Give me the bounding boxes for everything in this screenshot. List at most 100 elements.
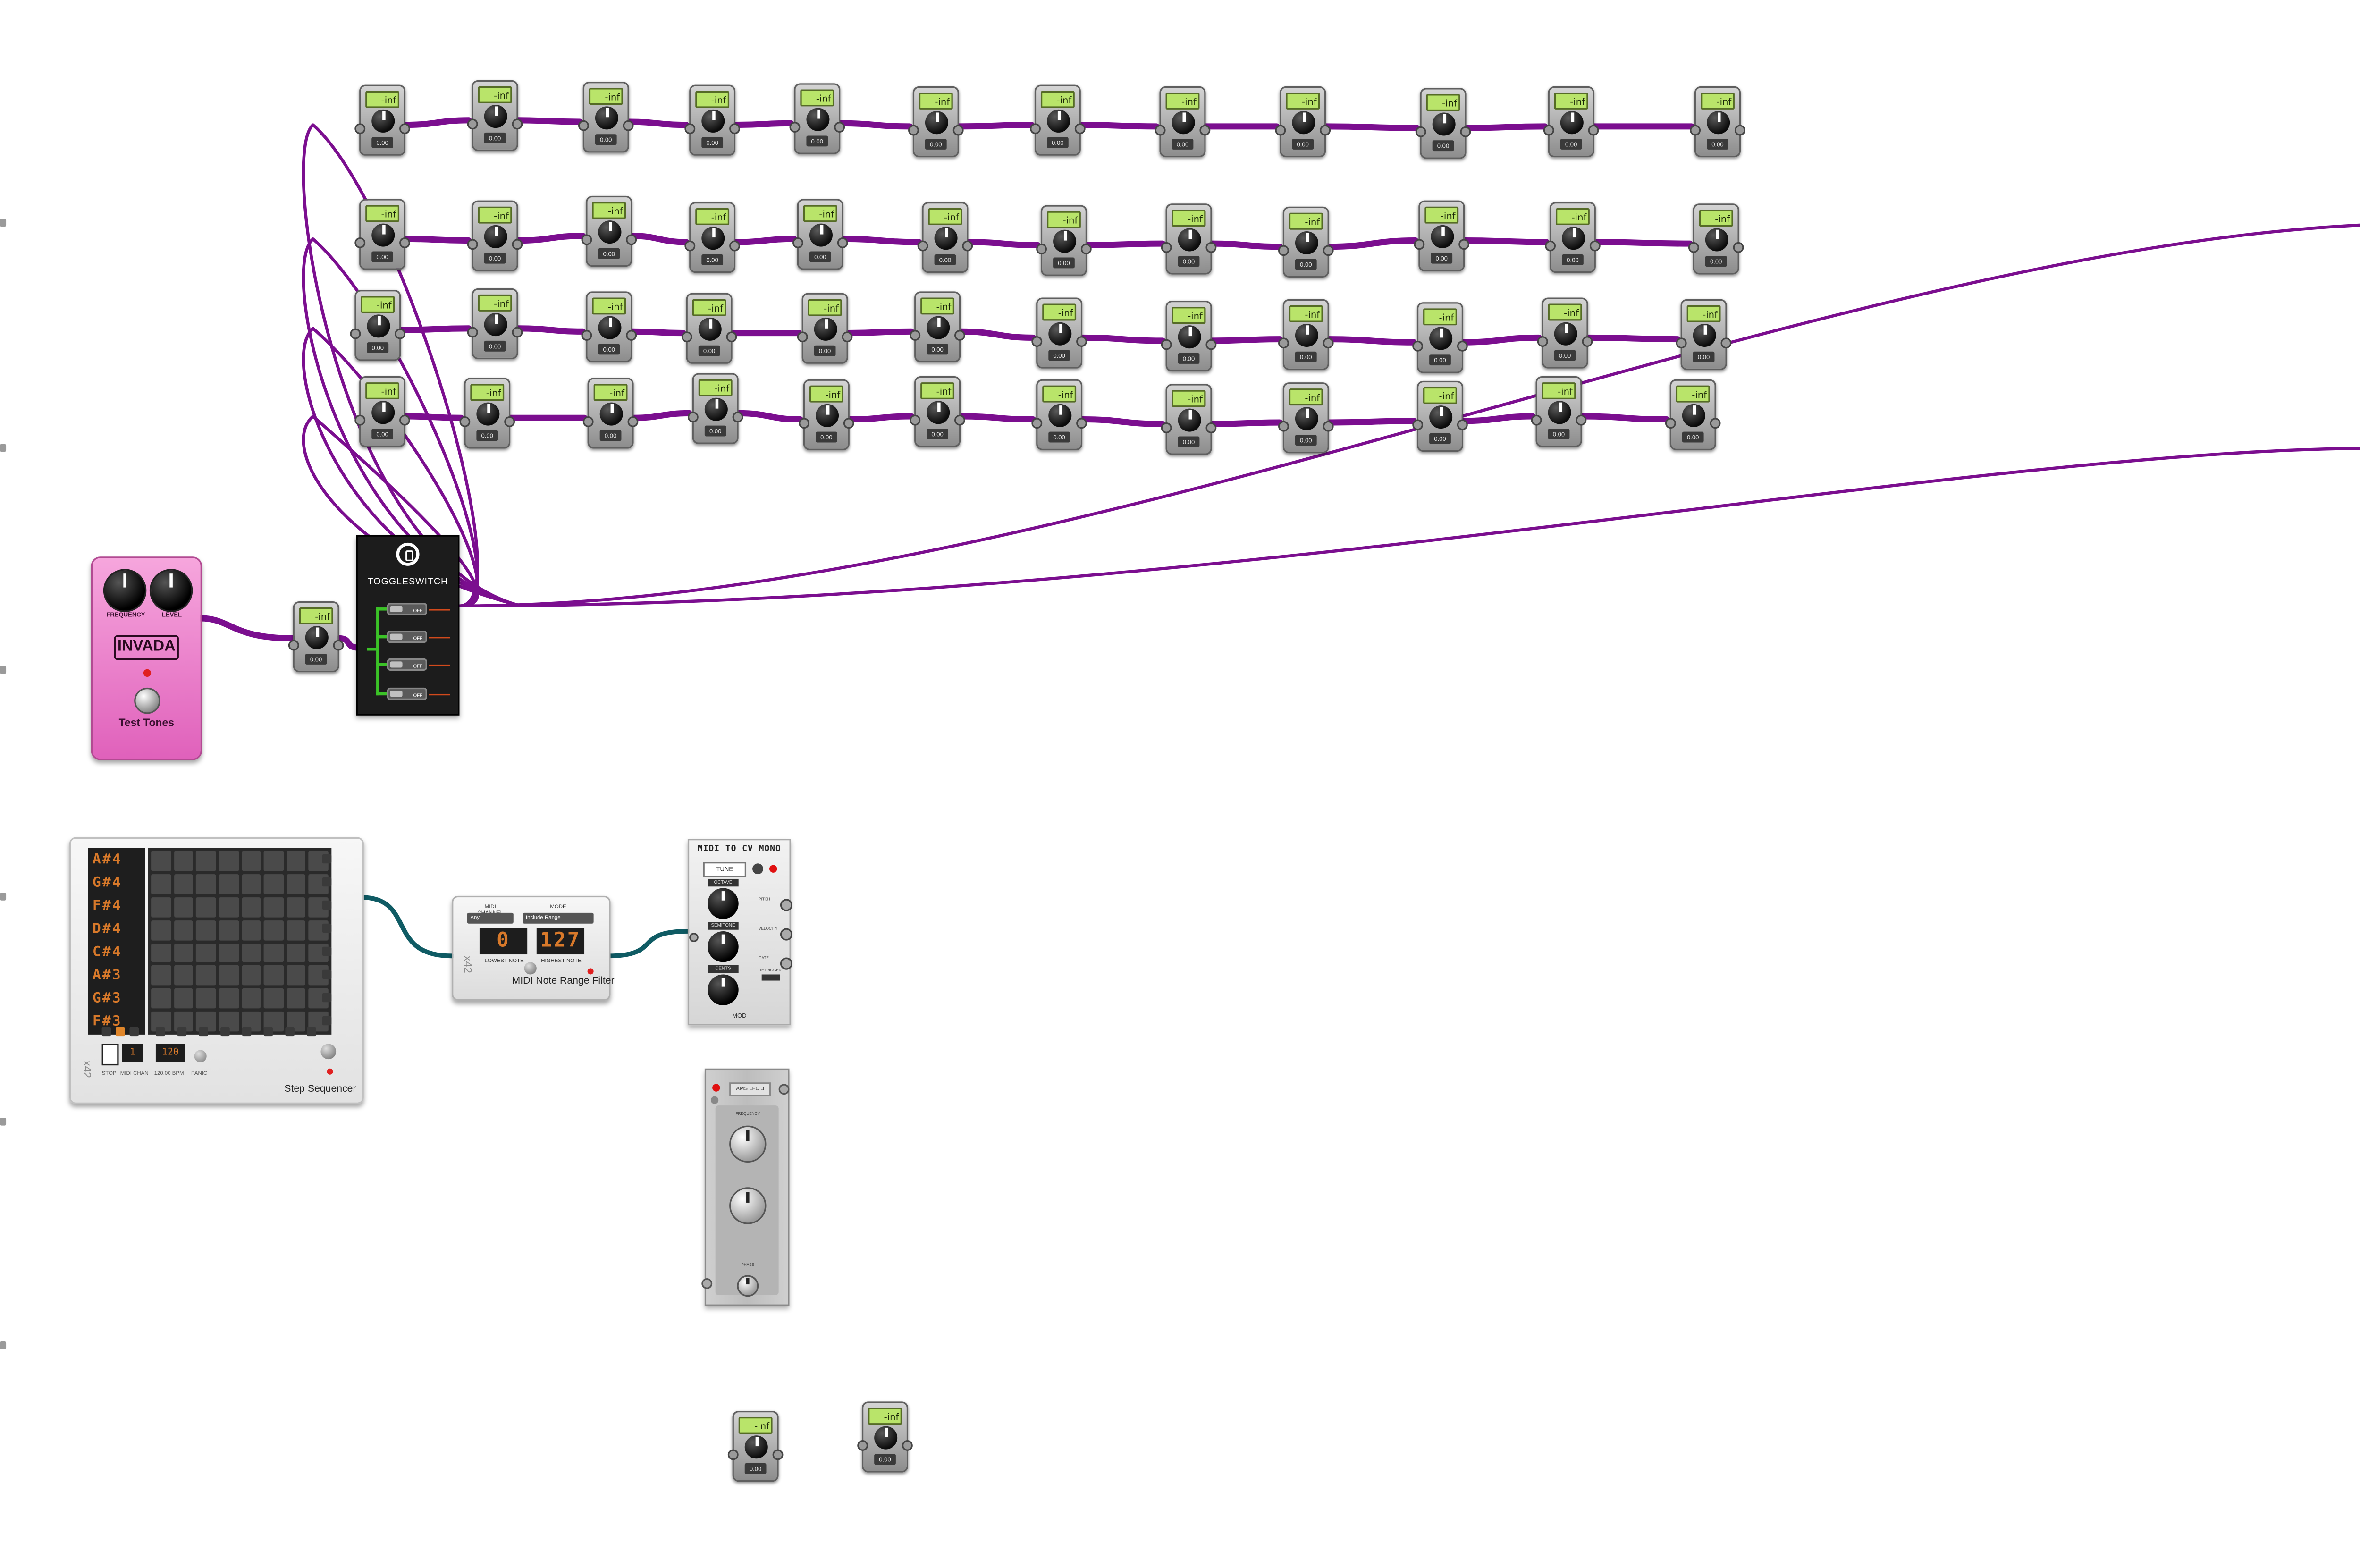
step-cell[interactable] [196, 988, 216, 1009]
gain-knob[interactable] [1548, 401, 1571, 424]
audio-cable[interactable] [1463, 123, 1548, 131]
step-cell[interactable] [196, 966, 216, 986]
step-cell[interactable] [151, 988, 171, 1009]
step-cell[interactable] [151, 943, 171, 963]
step-cell[interactable] [151, 966, 171, 986]
velocity-output-jack[interactable] [780, 928, 793, 941]
gain-knob[interactable] [809, 223, 833, 247]
output-jack[interactable] [1457, 419, 1468, 430]
step-cell[interactable] [219, 897, 238, 917]
gain-knob[interactable] [934, 227, 958, 250]
output-jack[interactable] [1710, 418, 1721, 429]
output-jack[interactable] [626, 330, 637, 341]
input-jack[interactable] [1414, 239, 1425, 250]
step-cell[interactable] [219, 943, 238, 963]
output-jack[interactable] [1199, 125, 1211, 136]
note-row-2[interactable]: G#4 [92, 876, 122, 892]
input-jack[interactable] [857, 1440, 868, 1451]
gain-knob[interactable] [927, 316, 950, 339]
step-button[interactable] [220, 1027, 230, 1037]
step-cell[interactable] [286, 919, 306, 940]
frequency-knob[interactable] [103, 569, 147, 612]
output-jack[interactable] [834, 122, 845, 133]
semitone-knob[interactable] [708, 931, 739, 962]
output-jack[interactable] [1458, 239, 1470, 250]
output-jack[interactable] [1457, 340, 1468, 352]
audio-cable[interactable] [1461, 237, 1550, 245]
gain-knob[interactable] [484, 313, 507, 337]
input-jack[interactable] [581, 330, 592, 341]
output-jack[interactable] [732, 412, 743, 423]
input-port-marker[interactable] [0, 666, 7, 674]
level-knob[interactable] [149, 569, 193, 612]
input-jack[interactable] [681, 331, 692, 343]
step-button-active[interactable] [115, 1027, 125, 1037]
output-jack[interactable] [1323, 337, 1334, 349]
output-jack[interactable] [512, 239, 523, 250]
row-button[interactable] [322, 877, 332, 887]
gain-knob[interactable] [704, 397, 728, 421]
audio-cable[interactable] [631, 410, 692, 421]
audio-cable[interactable] [402, 413, 464, 421]
step-cell[interactable] [263, 943, 284, 963]
row-button[interactable] [322, 969, 332, 979]
audio-cable[interactable] [1079, 416, 1166, 427]
output-jack[interactable] [399, 123, 410, 135]
input-jack[interactable] [1688, 242, 1699, 253]
audio-cable[interactable] [1326, 418, 1417, 426]
step-cell[interactable] [241, 897, 261, 917]
toggle-switch-2[interactable]: OFF [387, 631, 427, 643]
input-jack[interactable] [581, 234, 592, 245]
input-jack[interactable] [1278, 421, 1289, 432]
output-jack[interactable] [837, 237, 848, 248]
step-button[interactable] [101, 1027, 111, 1037]
step-cell[interactable] [263, 919, 284, 940]
gain-knob[interactable] [698, 317, 722, 341]
step-grid[interactable] [148, 848, 332, 1035]
note-row-4[interactable]: D#4 [92, 922, 122, 938]
gain-knob[interactable] [371, 109, 395, 133]
step-cell[interactable] [263, 966, 284, 986]
step-cell[interactable] [151, 919, 171, 940]
output-jack[interactable] [627, 416, 639, 427]
toggle-switch-3[interactable]: OFF [387, 658, 427, 671]
input-jack[interactable] [789, 122, 801, 133]
reset-input-jack[interactable] [701, 1278, 713, 1289]
step-cell[interactable] [241, 851, 261, 871]
octave-knob[interactable] [708, 888, 739, 919]
audio-cable[interactable] [1078, 122, 1160, 130]
input-jack[interactable] [1031, 418, 1043, 429]
pitch-output-jack[interactable] [780, 899, 793, 911]
output-jack[interactable] [504, 416, 515, 427]
input-jack[interactable] [354, 237, 366, 248]
output-jack[interactable] [1323, 245, 1334, 256]
audio-cable[interactable] [1578, 413, 1670, 423]
gain-knob[interactable] [1562, 227, 1585, 250]
step-cell[interactable] [286, 943, 306, 963]
step-cell[interactable] [241, 919, 261, 940]
step-cell[interactable] [196, 874, 216, 894]
output-jack[interactable] [1576, 414, 1587, 426]
lowest-note-display[interactable]: 0 [479, 928, 528, 955]
step-cell[interactable] [173, 943, 194, 963]
audio-cable[interactable] [515, 117, 583, 125]
input-jack[interactable] [1537, 336, 1548, 347]
step-cell[interactable] [151, 851, 171, 871]
step-cell[interactable] [219, 851, 238, 871]
gain-knob[interactable] [484, 105, 507, 128]
step-cell[interactable] [173, 897, 194, 917]
audio-cable[interactable] [846, 413, 915, 423]
